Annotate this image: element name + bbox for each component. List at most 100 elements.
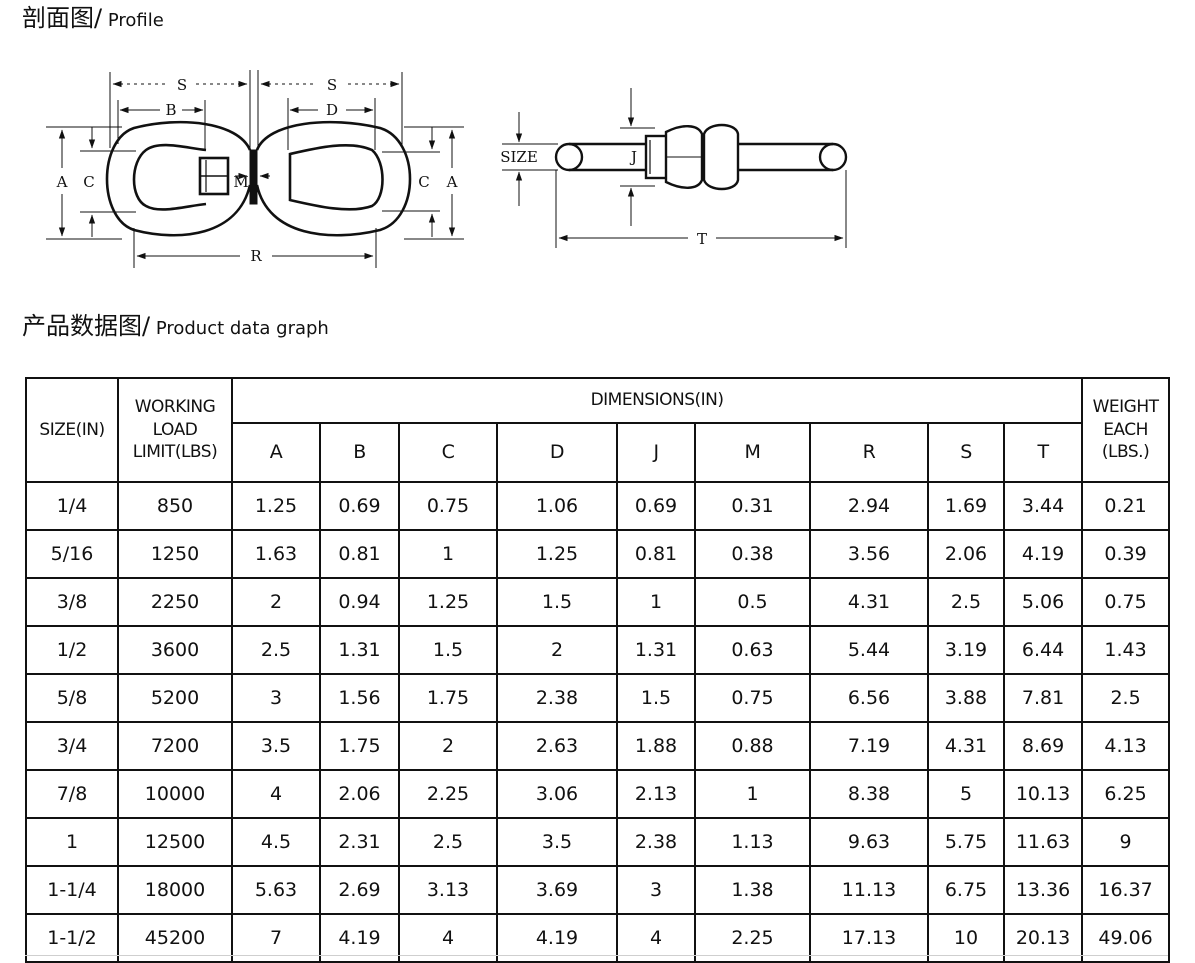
table-cell: 2.38	[496, 673, 618, 723]
table-cell: 2.5	[927, 577, 1005, 627]
table-cell: 1.31	[319, 625, 400, 675]
table-cell: 3600	[117, 625, 233, 675]
table-cell: 1.43	[1081, 625, 1171, 675]
table-cell: 9	[1081, 817, 1171, 867]
table-cell: 11.63	[1002, 817, 1084, 867]
table-cell: 1.5	[616, 673, 696, 723]
data-section-title: 产品数据图/ Product data graph	[22, 314, 329, 338]
table-cell: 6.56	[809, 673, 929, 723]
label-s-left: S	[177, 76, 187, 94]
label-t: T	[697, 230, 707, 248]
side-view-nut-right	[702, 123, 740, 191]
table-cell: 7/8	[25, 769, 119, 819]
table-cell: 1.13	[694, 817, 811, 867]
table-cell: 9.63	[809, 817, 929, 867]
label-b: B	[165, 101, 176, 119]
table-cell: 4	[616, 913, 696, 963]
dimension-column-header: B	[319, 422, 400, 483]
table-cell: 1250	[117, 529, 233, 579]
table-cell: 12500	[117, 817, 233, 867]
table-cell: 6.75	[927, 865, 1005, 915]
table-cell: 4.31	[927, 721, 1005, 771]
table-cell: 5.75	[927, 817, 1005, 867]
table-cell: 7.19	[809, 721, 929, 771]
table-cell: 1.25	[398, 577, 498, 627]
profile-title-en: Profile	[102, 10, 164, 31]
table-cell: 1	[694, 769, 811, 819]
side-view-pin	[644, 134, 670, 180]
table-cell: 1	[25, 817, 119, 867]
table-cell: 3.88	[927, 673, 1005, 723]
table-cell: 2	[496, 625, 618, 675]
label-j: J	[629, 148, 637, 166]
table-cell: 2.13	[616, 769, 696, 819]
table-cell: 0.38	[694, 529, 811, 579]
table-cell: 0.81	[616, 529, 696, 579]
table-cell: 2.94	[809, 481, 929, 531]
table-cell: 8.69	[1002, 721, 1084, 771]
table-cell: 1	[398, 529, 498, 579]
weight-header: WEIGHT EACH (LBS.)	[1081, 377, 1171, 483]
table-cell: 3	[616, 865, 696, 915]
table-cell: 0.75	[1081, 577, 1171, 627]
label-size: SIZE	[500, 148, 538, 166]
right-link-outer	[255, 120, 412, 237]
table-cell: 2.31	[319, 817, 400, 867]
table-cell: 1	[616, 577, 696, 627]
table-cell: 10	[927, 913, 1005, 963]
table-cell: 2250	[117, 577, 233, 627]
table-cell: 4.5	[231, 817, 321, 867]
table-cell: 2.69	[319, 865, 400, 915]
table-cell: 2.06	[927, 529, 1005, 579]
side-view	[554, 123, 848, 191]
table-cell: 4.13	[1081, 721, 1171, 771]
table-cell: 1.5	[398, 625, 498, 675]
side-view-dimension-lines	[502, 88, 847, 248]
left-link-outer	[105, 120, 252, 237]
table-cell: 4.19	[319, 913, 400, 963]
data-title-en: Product data graph	[150, 318, 329, 339]
table-cell: 3.5	[231, 721, 321, 771]
table-cell: 2.5	[1081, 673, 1171, 723]
table-cell: 0.94	[319, 577, 400, 627]
table-cell: 5/16	[25, 529, 119, 579]
table-cell: 11.13	[809, 865, 929, 915]
size-header: SIZE(IN)	[25, 377, 119, 483]
table-cell: 0.5	[694, 577, 811, 627]
table-cell: 10000	[117, 769, 233, 819]
table-cell: 2.5	[231, 625, 321, 675]
table-cell: 1.75	[398, 673, 498, 723]
table-cell: 1/2	[25, 625, 119, 675]
table-cell: 1.38	[694, 865, 811, 915]
label-s-right: S	[327, 76, 337, 94]
table-cell: 10.13	[1002, 769, 1084, 819]
table-cell: 7.81	[1002, 673, 1084, 723]
table-cell: 0.75	[694, 673, 811, 723]
table-cell: 0.88	[694, 721, 811, 771]
table-cell: 2.06	[319, 769, 400, 819]
table-cell: 1.75	[319, 721, 400, 771]
table-cell: 3.44	[1002, 481, 1084, 531]
table-cell: 5.63	[231, 865, 321, 915]
left-dimension-lines	[46, 70, 464, 268]
table-cell: 1.5	[496, 577, 618, 627]
table-cell: 3/4	[25, 721, 119, 771]
table-cell: 3.13	[398, 865, 498, 915]
table-cell: 45200	[117, 913, 233, 963]
table-cell: 4.31	[809, 577, 929, 627]
table-cell: 3/8	[25, 577, 119, 627]
left-link-inner	[132, 143, 207, 211]
table-cell: 3	[231, 673, 321, 723]
table-cell: 2.38	[616, 817, 696, 867]
table-cell: 2	[398, 721, 498, 771]
profile-drawing: S S B D A C M C A R SIZE J T	[46, 70, 848, 268]
table-cell: 0.21	[1081, 481, 1171, 531]
table-cell: 0.31	[694, 481, 811, 531]
profile-title-zh: 剖面图/	[22, 4, 103, 32]
